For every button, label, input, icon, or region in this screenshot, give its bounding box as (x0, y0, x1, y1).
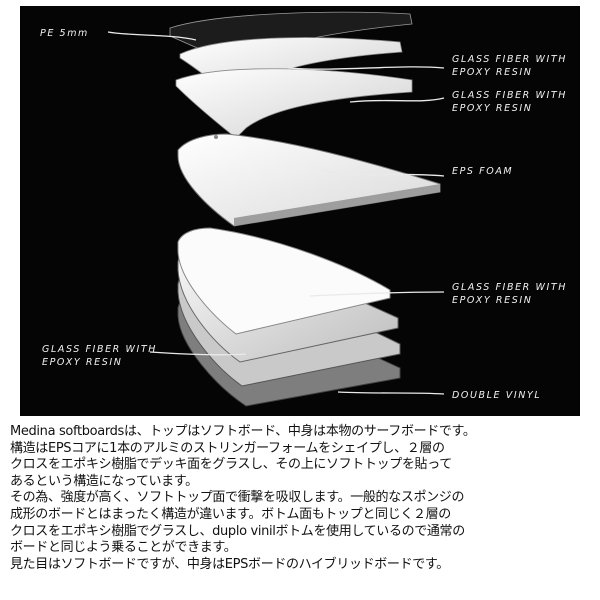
description-line: 見た目はソフトボードですが、中身はEPSボードのハイブリッドボードです。 (10, 556, 449, 572)
label-glass-fiber-1: GLASS FIBER WITH EPOXY RESIN (452, 54, 572, 78)
description-line: クロスをエポキシ樹脂でグラスし、duplo vinilボトムを使用しているので通… (10, 523, 465, 539)
label-glass-fiber-bottom-right: GLASS FIBER WITH EPOXY RESIN (452, 282, 572, 306)
description-line: クロスをエポキシ樹脂でデッキ面をグラスし、その上にソフトトップを貼って (10, 457, 452, 473)
eps-foam-layer (177, 133, 441, 227)
label-pe-5mm: PE 5mm (40, 28, 89, 39)
layers-illustration: PE 5mm GLASS FIBER WITH EPOXY RESIN GLAS… (40, 11, 572, 407)
label-glass-fiber-2: GLASS FIBER WITH EPOXY RESIN (452, 90, 572, 114)
label-glass-fiber-bottom-left: GLASS FIBER WITH EPOXY RESIN (42, 344, 162, 368)
board-construction-diagram: PE 5mm GLASS FIBER WITH EPOXY RESIN GLAS… (20, 6, 580, 416)
description-line: 構造はEPSコアに1本のアルミのストリンガーフォームをシェイプし、２層の (10, 440, 445, 456)
description-line: その為、強度が高く、ソフトトップ面で衝撃を吸収します。一般的なスポンジの (10, 490, 465, 506)
label-double-vinyl: DOUBLE VINYL (452, 390, 541, 401)
description-line: Medina softboardsは、トップはソフトボード、中身は本物のサーフボ… (10, 424, 476, 439)
description-line: あるという構造になっています。 (10, 473, 198, 489)
glass-fiber-layer-2 (175, 68, 413, 139)
label-eps-foam: EPS FOAM (452, 166, 513, 177)
description-line: 成形のボードとはまったく構造が違います。ボトム面もトップと同じく２層の (10, 506, 451, 522)
product-description: Medina softboardsは、トップはソフトボード、中身は本物のサーフボ… (10, 424, 595, 573)
leader-lines (107, 31, 445, 395)
stringer-hole (214, 135, 218, 139)
eps-foam-edge (234, 184, 440, 226)
description-line: ボードと同じよう乗ることができます。 (10, 540, 237, 556)
deck-bottom-top-layer (177, 227, 391, 335)
